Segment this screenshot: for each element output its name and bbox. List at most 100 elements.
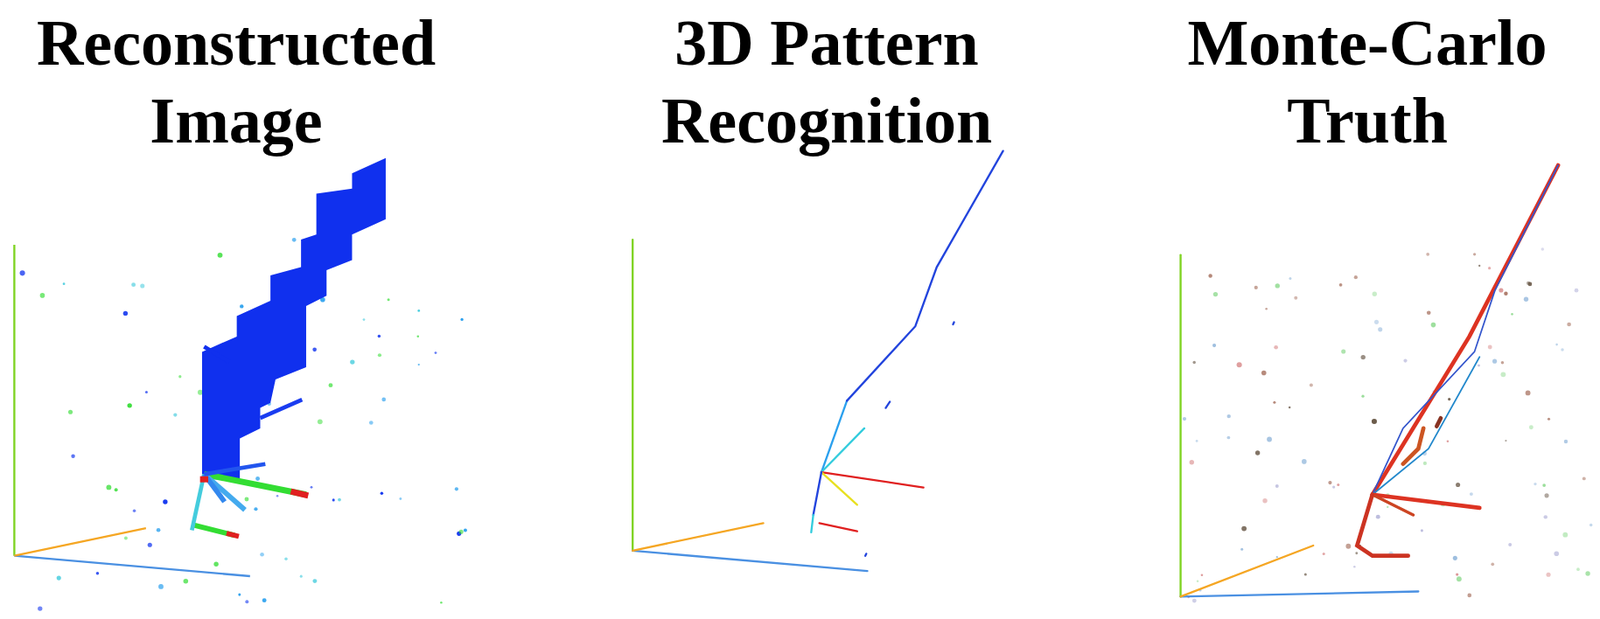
- hit-dot: [1192, 599, 1197, 604]
- hit-dot: [114, 488, 119, 492]
- hit-dot: [132, 509, 136, 512]
- hit-dot: [369, 420, 374, 426]
- hit-dot: [300, 575, 303, 579]
- hit-dot: [1255, 450, 1260, 455]
- hit-dot: [1456, 576, 1462, 582]
- hit-dot: [1236, 362, 1243, 368]
- hit-dot: [1227, 436, 1231, 441]
- hit-dot: [1564, 440, 1568, 444]
- hit-dot: [1477, 364, 1481, 368]
- hit-dot: [1273, 345, 1279, 350]
- hit-dot: [131, 282, 136, 287]
- hit-dot: [1339, 283, 1343, 287]
- hit-dot: [460, 318, 463, 322]
- hit-dot: [1541, 247, 1545, 251]
- hit-dot: [239, 304, 244, 308]
- hit-dot: [1490, 562, 1495, 566]
- hit-dot: [1566, 322, 1572, 328]
- hit-dot: [126, 403, 132, 408]
- hit-dot: [1272, 401, 1276, 405]
- hit-dot: [1327, 481, 1332, 485]
- hit-dot: [1361, 395, 1364, 399]
- hit-dot: [377, 335, 381, 338]
- hit-dot: [1420, 529, 1424, 532]
- hit-dot: [244, 496, 250, 502]
- hit-dot: [1240, 548, 1244, 552]
- hit-dot: [68, 410, 73, 415]
- hit-dot: [332, 498, 336, 502]
- hit-dot: [1545, 572, 1551, 578]
- hit-dot: [1196, 579, 1200, 583]
- hit-dot: [1275, 283, 1280, 288]
- hit-dot: [292, 237, 297, 243]
- hit-dot: [1589, 524, 1593, 527]
- hit-dot: [123, 311, 128, 316]
- hit-dot: [1374, 320, 1379, 325]
- hit-dot: [1386, 506, 1389, 509]
- hit-dot: [284, 558, 287, 561]
- hit-dot: [440, 601, 443, 605]
- hit-dot: [1355, 551, 1358, 555]
- hit-dot: [183, 579, 189, 585]
- hit-dot: [1467, 593, 1472, 599]
- hit-dot: [1455, 572, 1459, 576]
- hit-dot: [434, 351, 438, 355]
- hit-dot: [1372, 292, 1377, 297]
- hit-dot: [349, 359, 355, 364]
- hit-dot: [398, 497, 402, 501]
- hit-dot: [377, 353, 382, 357]
- hit-dot: [1492, 359, 1497, 364]
- hit-dot: [317, 419, 323, 425]
- hit-dot: [173, 413, 177, 418]
- hit-dot: [1345, 544, 1351, 550]
- hit-dot: [1336, 483, 1340, 487]
- hit-dot: [1523, 297, 1529, 302]
- hit-dot: [1501, 361, 1504, 364]
- hit-dot: [124, 537, 128, 541]
- hit-dot: [1473, 252, 1476, 256]
- hit-dot: [1542, 483, 1546, 488]
- hit-dot: [1555, 343, 1559, 347]
- hit-dot: [1264, 307, 1268, 311]
- hit-dot: [1488, 345, 1493, 350]
- hit-dot: [276, 495, 280, 498]
- hit-dot: [1576, 567, 1580, 572]
- hit-dot: [1508, 543, 1512, 547]
- hit-dot: [1403, 358, 1407, 363]
- hit-dot: [1208, 273, 1212, 278]
- hit-dot: [56, 576, 62, 581]
- hit-dot: [1182, 417, 1187, 421]
- hit-dot: [1528, 282, 1533, 287]
- hit-dot: [1227, 414, 1231, 419]
- hit-dot: [145, 391, 148, 394]
- hit-dot: [217, 252, 224, 259]
- hit-dot: [40, 293, 46, 299]
- hit-dot: [96, 572, 99, 575]
- hit-dot: [237, 593, 241, 597]
- panel-title: Reconstructed Image: [8, 4, 464, 161]
- hit-dot: [1455, 482, 1461, 488]
- hit-dot: [1341, 349, 1346, 354]
- hit-dot: [1544, 493, 1549, 498]
- hit-dot: [328, 383, 334, 388]
- hit-dot: [1213, 292, 1218, 297]
- hit-dot: [1553, 551, 1559, 557]
- hit-dot: [253, 507, 258, 511]
- hit-dot: [262, 598, 267, 603]
- hit-dot: [1498, 287, 1503, 293]
- hit-dot: [1533, 482, 1537, 486]
- hit-dot: [1425, 252, 1430, 257]
- hit-dot: [1582, 476, 1587, 481]
- hit-dot: [1189, 460, 1195, 465]
- hit-dot: [1275, 484, 1279, 489]
- hit-dot: [1574, 288, 1580, 294]
- hit-dot: [162, 499, 168, 504]
- hit-dot: [1304, 573, 1307, 577]
- hit-dot: [1353, 565, 1356, 569]
- hit-dot: [197, 390, 203, 396]
- hit-dot: [1301, 459, 1307, 465]
- hit-dot: [139, 283, 145, 288]
- hit-dot: [1562, 532, 1568, 538]
- hit-dot: [363, 318, 366, 322]
- hit-dot: [1446, 440, 1450, 443]
